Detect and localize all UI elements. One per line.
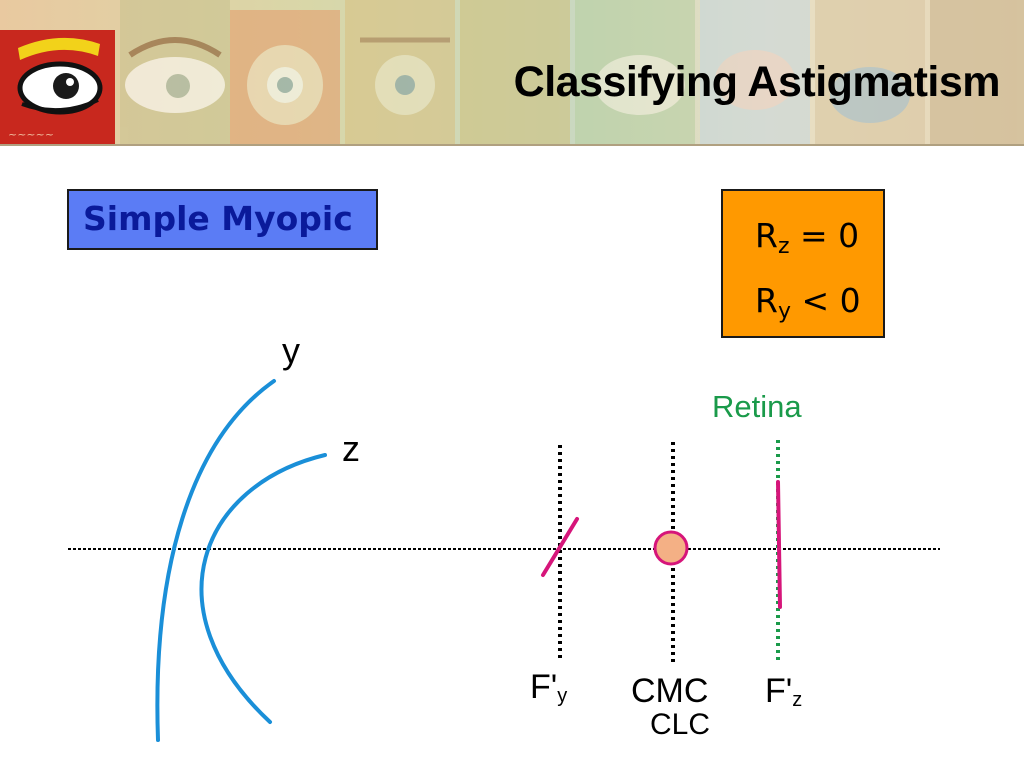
meridian-y-curve bbox=[155, 379, 276, 742]
slide-title: Classifying Astigmatism bbox=[513, 58, 1001, 106]
focal-point-z-label: F'z bbox=[765, 672, 803, 711]
retina-label: Retina bbox=[712, 389, 802, 424]
circle-of-least-confusion bbox=[653, 530, 689, 566]
conditions-box: Rz = 0 Ry < 0 bbox=[721, 189, 885, 338]
focal-line-y bbox=[541, 517, 579, 577]
meridian-y-label: y bbox=[282, 330, 300, 371]
cmc-label: CMC bbox=[631, 672, 709, 710]
svg-text:~~~~~: ~~~~~ bbox=[8, 128, 54, 141]
focal-line-z bbox=[776, 480, 782, 609]
clc-label: CLC bbox=[650, 708, 711, 741]
header-banner: ~~~~~ bbox=[0, 0, 1024, 146]
logo-eye: ~~~~~ bbox=[0, 30, 115, 146]
condition-rz: Rz = 0 bbox=[755, 216, 860, 259]
meridian-z-curve bbox=[199, 453, 327, 724]
astigmatism-type-box: Simple Myopic bbox=[67, 189, 378, 250]
condition-ry: Ry < 0 bbox=[755, 281, 861, 324]
focal-point-y-label: F'y bbox=[530, 668, 568, 707]
astigmatism-type-label: Simple Myopic bbox=[83, 199, 353, 238]
meridian-z-label: z bbox=[342, 428, 360, 469]
